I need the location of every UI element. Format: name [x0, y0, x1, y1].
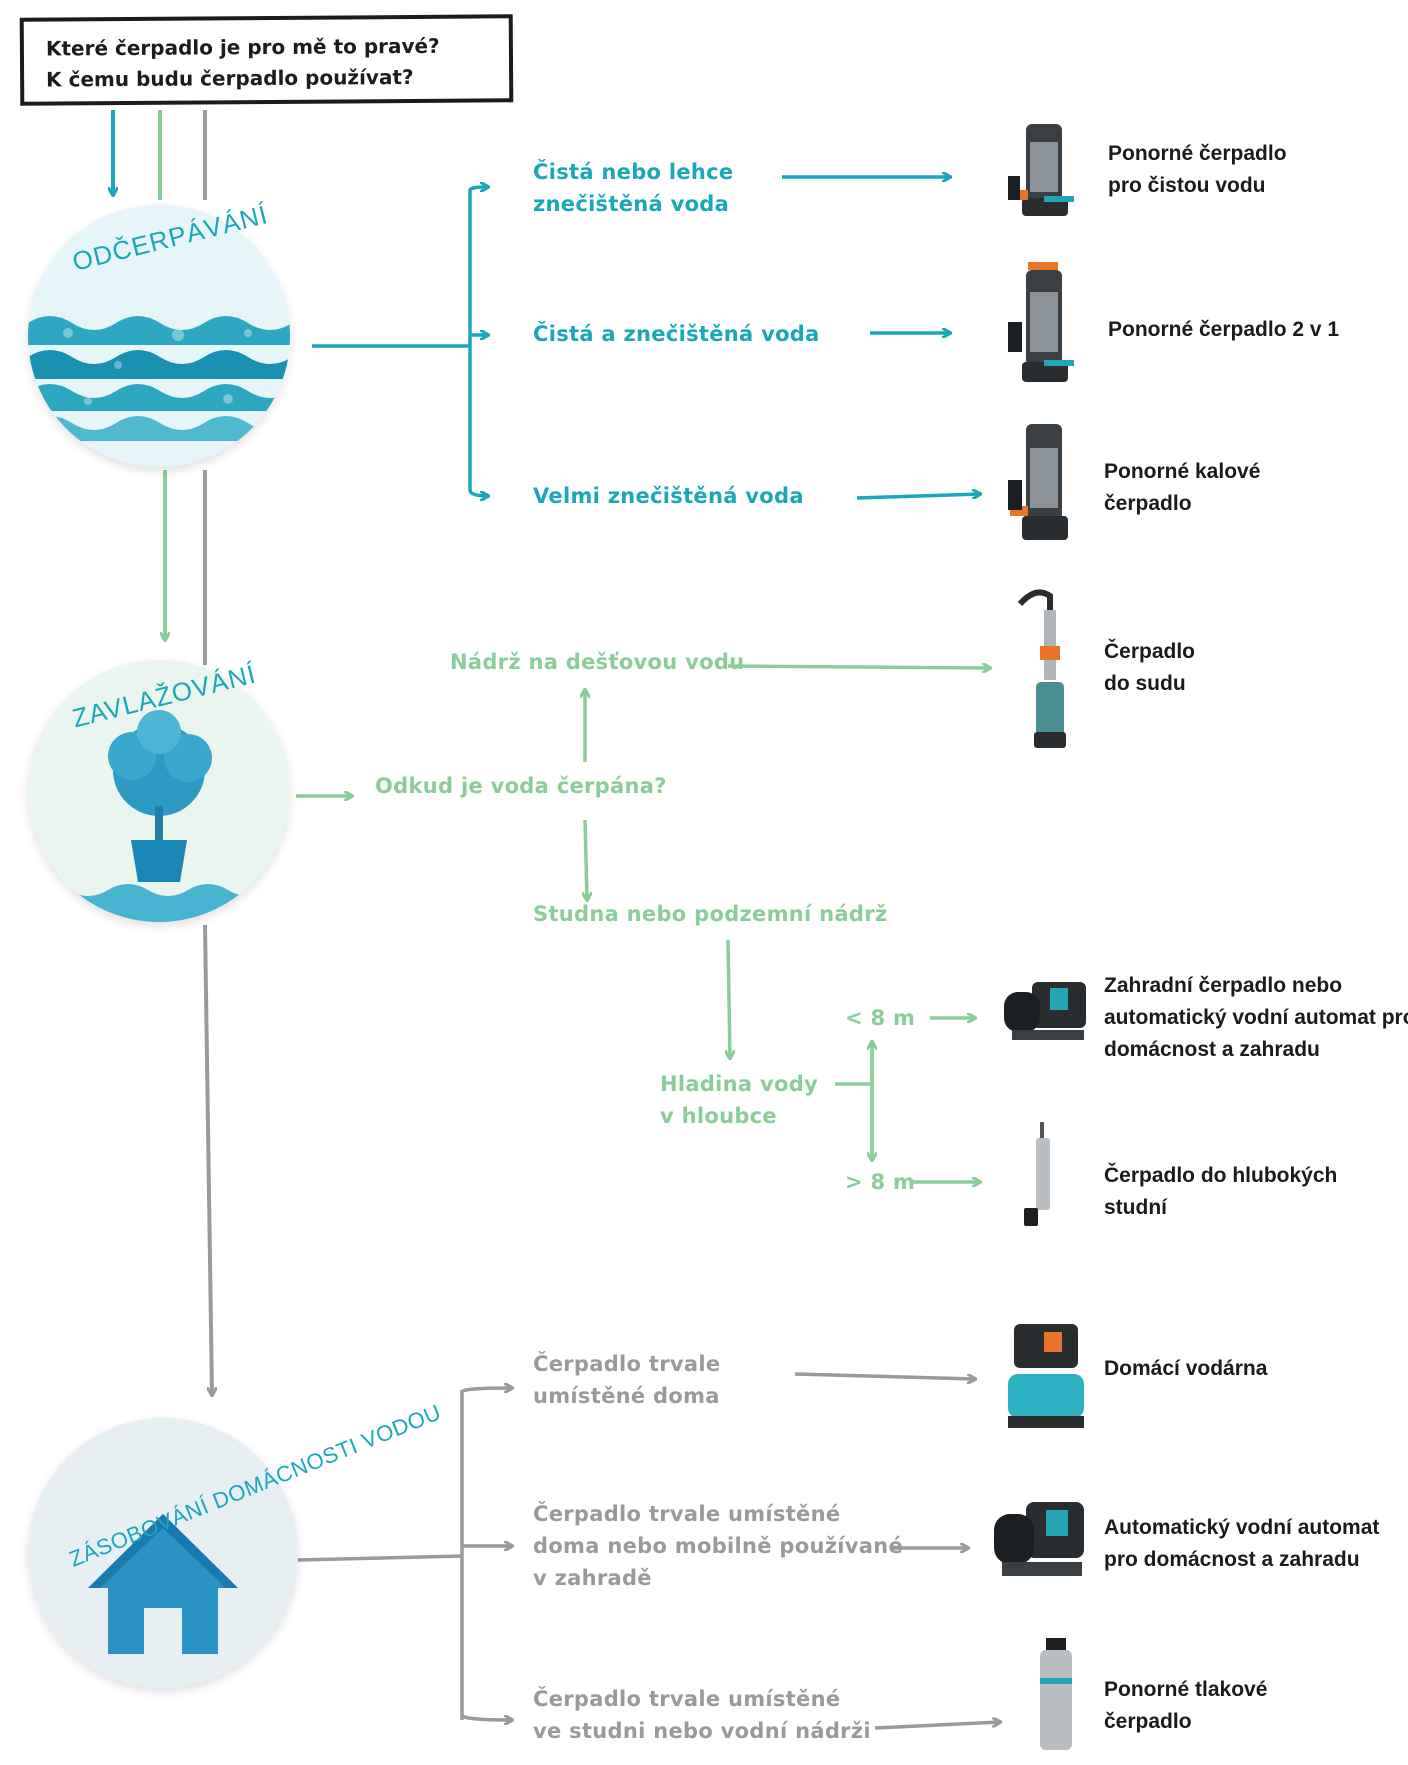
deep-well-pump-icon: [1024, 1122, 1050, 1226]
supply-out: [297, 1554, 463, 1562]
home-waterworks-icon: [1008, 1324, 1084, 1428]
drainage-circle: [28, 205, 290, 467]
product-barrel-pump: Čerpadlo do sudu: [1104, 640, 1196, 695]
sludge-pump-icon: [1008, 424, 1068, 540]
drainage-b3: [468, 489, 488, 496]
product-garden-pump: Zahradní čerpadlo nebo automatický vodní…: [1104, 974, 1408, 1061]
drainage-option-dirty: Velmi znečištěná voda: [533, 484, 804, 508]
supply-circle: [28, 1418, 298, 1688]
product-home-waterworks: Domácí vodárna: [1104, 1357, 1268, 1380]
supply-b3: [460, 1714, 512, 1720]
irrigation-level: Hladina vody v hloubce: [660, 1072, 819, 1128]
product-2in1-pump: Ponorné čerpadlo 2 v 1: [1108, 318, 1340, 341]
submersible-pump-2in1-icon: [1008, 262, 1074, 382]
product-deep-well-pump: Čerpadlo do hlubokých studní: [1104, 1164, 1338, 1219]
drainage-option-mixed: Čistá a znečištěná voda: [533, 322, 820, 346]
irrig-rain-arrow: [727, 666, 990, 668]
product-submersible-pressure-pump: Ponorné tlakové čerpadlo: [1104, 1678, 1268, 1733]
question-box: Které čerpadlo je pro mě to pravé? K čem…: [19, 14, 514, 106]
line-to-supply: [203, 924, 212, 1395]
house-icon: [28, 1418, 298, 1688]
irrig-down: [585, 819, 587, 900]
drainage-b1: [468, 187, 488, 190]
supply-a1: [794, 1372, 975, 1379]
barrel-pump-icon: [1017, 589, 1066, 748]
question-line-2: K čemu budu čerpadlo používat?: [46, 64, 414, 92]
supply-option-mobile: Čerpadlo trvale umístěné doma nebo mobil…: [533, 1502, 904, 1590]
irrigation-gt8: > 8 m: [845, 1170, 916, 1194]
submersible-pump-clean-icon: [1008, 124, 1074, 216]
drainage-option-clean: Čistá nebo lehce znečištěná voda: [533, 160, 734, 216]
supply-option-well: Čerpadlo trvale umístěné ve studni nebo …: [533, 1687, 871, 1743]
product-sludge-pump: Ponorné kalové čerpadlo: [1104, 460, 1261, 515]
irrigation-question: Odkud je voda čerpána?: [375, 774, 667, 798]
automatic-water-system-icon: [994, 1502, 1084, 1576]
irrigation-well: Studna nebo podzemní nádrž: [533, 902, 888, 926]
supply-a3: [874, 1722, 1000, 1730]
supply-b1: [460, 1388, 512, 1394]
supply-option-home: Čerpadlo trvale umístěné doma: [533, 1352, 721, 1408]
submersible-pressure-pump-icon: [1040, 1638, 1072, 1750]
irrigation-lt8: < 8 m: [845, 1006, 916, 1030]
product-automatic-water-system: Automatický vodní automat pro domácnost …: [1104, 1516, 1380, 1571]
product-clean-water-pump: Ponorné čerpadlo pro čistou vodu: [1108, 142, 1287, 197]
irrigation-rain: Nádrž na dešťovou vodu: [450, 650, 745, 674]
garden-pump-icon: [1004, 982, 1086, 1040]
drainage-a3: [856, 494, 980, 500]
question-line-1: Které čerpadlo je pro mě to pravé?: [45, 33, 440, 61]
irrig-well-down: [728, 939, 730, 1058]
waves-icon: [28, 205, 290, 467]
